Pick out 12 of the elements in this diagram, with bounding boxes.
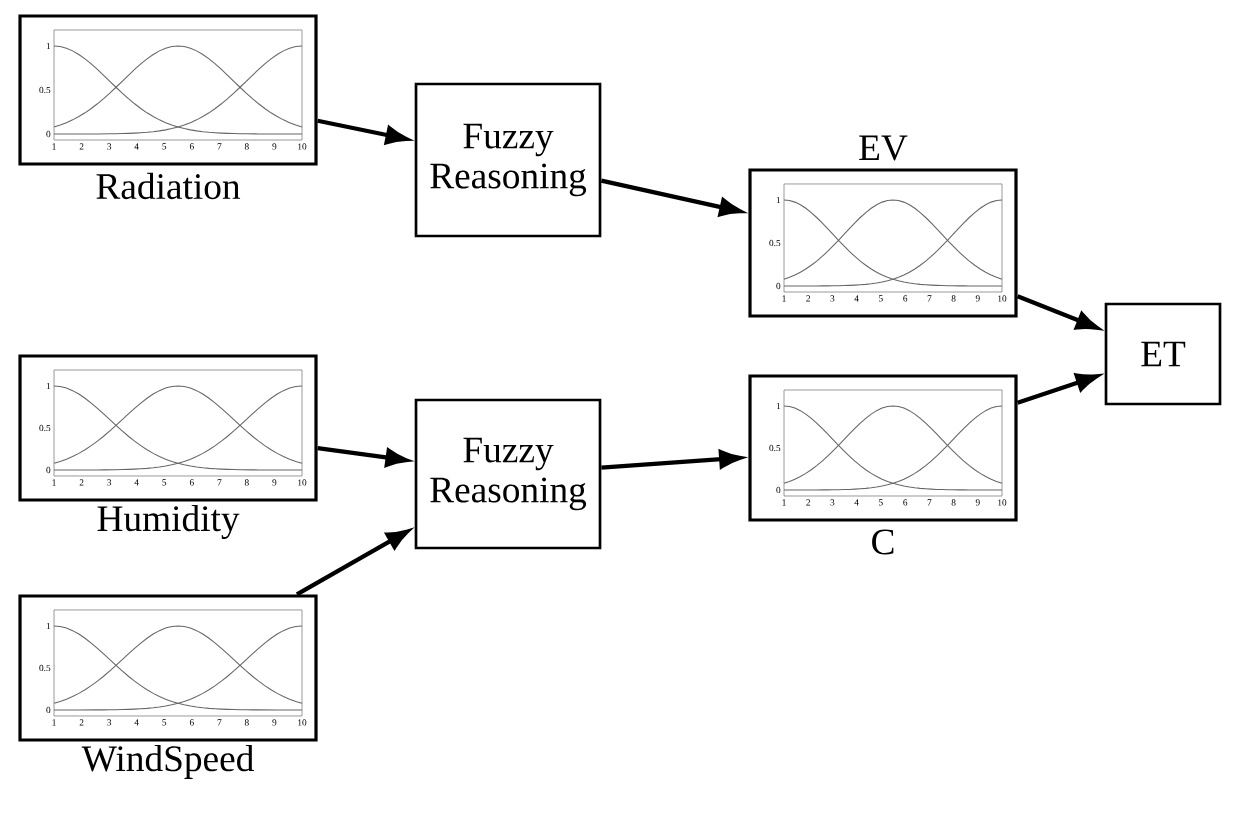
process-box: Fuzzy Reasoning — [414, 398, 602, 550]
arrow — [1016, 294, 1099, 330]
arrow — [1016, 373, 1099, 405]
arrow — [295, 529, 409, 597]
plot-title: WindSpeed — [81, 745, 254, 779]
process-box: Fuzzy Reasoning — [414, 82, 602, 238]
arrow — [600, 178, 742, 217]
plot-title: C — [872, 529, 894, 555]
plot-title: EV — [859, 135, 908, 161]
plot-title: Radiation — [96, 172, 241, 200]
plot-title: Humidity — [97, 505, 240, 539]
process-box: ET — [1104, 302, 1222, 406]
